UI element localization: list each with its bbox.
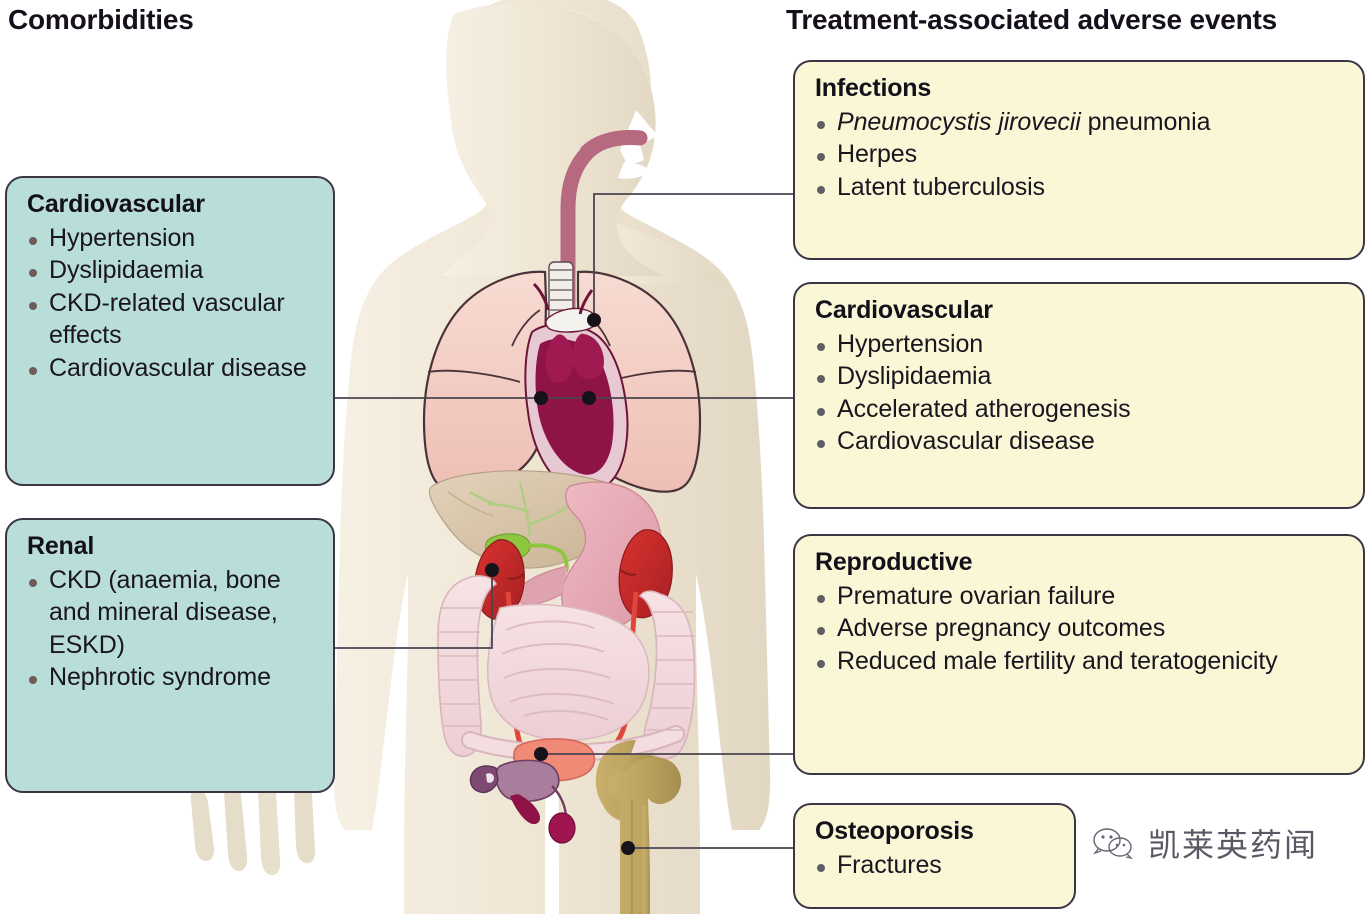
list-item-label: Dyslipidaemia	[49, 256, 204, 284]
list-item: Accelerated atherogenesis	[815, 393, 1347, 426]
list-item: CKD (anaemia, bone and mineral disease, …	[27, 564, 317, 662]
list-item: Dyslipidaemia	[815, 360, 1347, 393]
connector-dots	[485, 313, 635, 855]
femur	[595, 740, 682, 914]
bullet-icon	[817, 627, 825, 635]
list-item-label: Hypertension	[837, 329, 984, 358]
list-item: Herpes	[815, 138, 1347, 171]
list-item-label: CKD (anaemia, bone and mineral disease, …	[49, 565, 281, 659]
card-title: Cardiovascular	[27, 190, 205, 218]
list-item: CKD-related vascular effects	[27, 287, 317, 352]
card-adverse-infections[interactable]: Infections Pneumocystis jirovecii pneumo…	[793, 60, 1365, 260]
list-item-label: Cardiovascular disease	[49, 353, 307, 382]
bullet-icon	[817, 407, 825, 416]
list-item-label: Reduced male fertility and teratogenicit…	[837, 646, 1278, 675]
bullet-icon	[817, 594, 825, 603]
list-item-label: Cardiovascular disease	[837, 427, 1095, 455]
list-item: Nephrotic syndrome	[27, 661, 317, 694]
list-item: Adverse pregnancy outcomes	[815, 612, 1347, 645]
card-item-list: Hypertension Dyslipidaemia CKD-related v…	[27, 222, 317, 385]
bullet-icon	[29, 301, 37, 310]
list-item-label: CKD-related vascular effects	[49, 288, 285, 350]
card-title: Osteoporosis	[815, 817, 974, 845]
list-item: Latent tuberculosis	[815, 171, 1347, 204]
card-title: Reproductive	[815, 548, 973, 576]
watermark: 凯莱英药闻	[1090, 820, 1318, 866]
card-adverse-reproductive[interactable]: Reproductive Premature ovarian failure A…	[793, 534, 1365, 775]
watermark-text: 凯莱英药闻	[1148, 826, 1319, 864]
list-item: Hypertension	[27, 222, 317, 255]
bullet-icon	[29, 236, 37, 245]
connector-lines	[335, 193, 795, 849]
card-adverse-osteoporosis[interactable]: Osteoporosis Fractures	[793, 803, 1076, 909]
card-adverse-cardiovascular[interactable]: Cardiovascular Hypertension Dyslipidaemi…	[793, 282, 1365, 509]
list-item-label: Fractures	[837, 850, 942, 879]
card-comorbidity-cardiovascular[interactable]: Cardiovascular Hypertension Dyslipidaemi…	[5, 176, 335, 486]
card-comorbidity-renal[interactable]: Renal CKD (anaemia, bone and mineral dis…	[5, 518, 335, 793]
uterus	[469, 759, 560, 825]
bullet-icon	[817, 342, 825, 351]
bullet-icon	[29, 366, 37, 375]
list-item-label: Adverse pregnancy outcomes	[837, 614, 1166, 642]
card-item-list: CKD (anaemia, bone and mineral disease, …	[27, 564, 317, 694]
card-title: Renal	[27, 532, 95, 560]
card-item-list: Hypertension Dyslipidaemia Accelerated a…	[815, 328, 1347, 458]
list-item: Cardiovascular disease	[27, 352, 317, 385]
list-item-label: Nephrotic syndrome	[49, 663, 271, 691]
bullet-icon	[817, 153, 825, 161]
hand-fingers	[190, 779, 316, 876]
card-item-list: Premature ovarian failure Adverse pregna…	[815, 580, 1347, 678]
list-item-label: pneumonia	[1080, 107, 1211, 136]
column-heading-comorbidities: Comorbidities	[8, 4, 194, 35]
bullet-icon	[817, 659, 825, 668]
bullet-icon	[817, 440, 825, 448]
list-item-label: Hypertension	[49, 223, 196, 252]
list-item: Dyslipidaemia	[27, 254, 317, 287]
card-item-list: Pneumocystis jirovecii pneumonia Herpes …	[815, 106, 1347, 204]
list-item: Cardiovascular disease	[815, 425, 1347, 458]
bullet-icon	[817, 375, 825, 383]
list-item-label: Premature ovarian failure	[837, 581, 1116, 610]
list-item-label: Dyslipidaemia	[837, 362, 992, 390]
ovary	[548, 785, 576, 844]
list-item-label: Accelerated atherogenesis	[837, 394, 1131, 423]
bullet-icon	[817, 863, 825, 872]
list-item-label: Herpes	[837, 140, 917, 168]
list-item: Premature ovarian failure	[815, 580, 1347, 613]
large-intestine	[437, 575, 696, 762]
card-title: Cardiovascular	[815, 296, 993, 324]
wechat-icon	[1092, 828, 1134, 860]
list-item-label: Latent tuberculosis	[837, 172, 1045, 201]
column-heading-adverse-events: Treatment-associated adverse events	[786, 4, 1278, 35]
card-item-list: Fractures	[815, 849, 1058, 882]
lungs	[422, 270, 702, 493]
card-title: Infections	[815, 74, 932, 102]
bullet-icon	[29, 676, 37, 684]
small-intestine	[486, 603, 650, 742]
list-item-species: Pneumocystis jirovecii	[837, 107, 1081, 136]
heart	[524, 282, 629, 494]
list-item: Pneumocystis jirovecii pneumonia	[815, 106, 1347, 139]
list-item: Reduced male fertility and teratogenicit…	[815, 645, 1347, 678]
bullet-icon	[29, 578, 37, 587]
bullet-icon	[817, 185, 825, 194]
bullet-icon	[817, 120, 825, 129]
list-item: Hypertension	[815, 328, 1347, 361]
bullet-icon	[29, 269, 37, 277]
list-item: Fractures	[815, 849, 1058, 882]
